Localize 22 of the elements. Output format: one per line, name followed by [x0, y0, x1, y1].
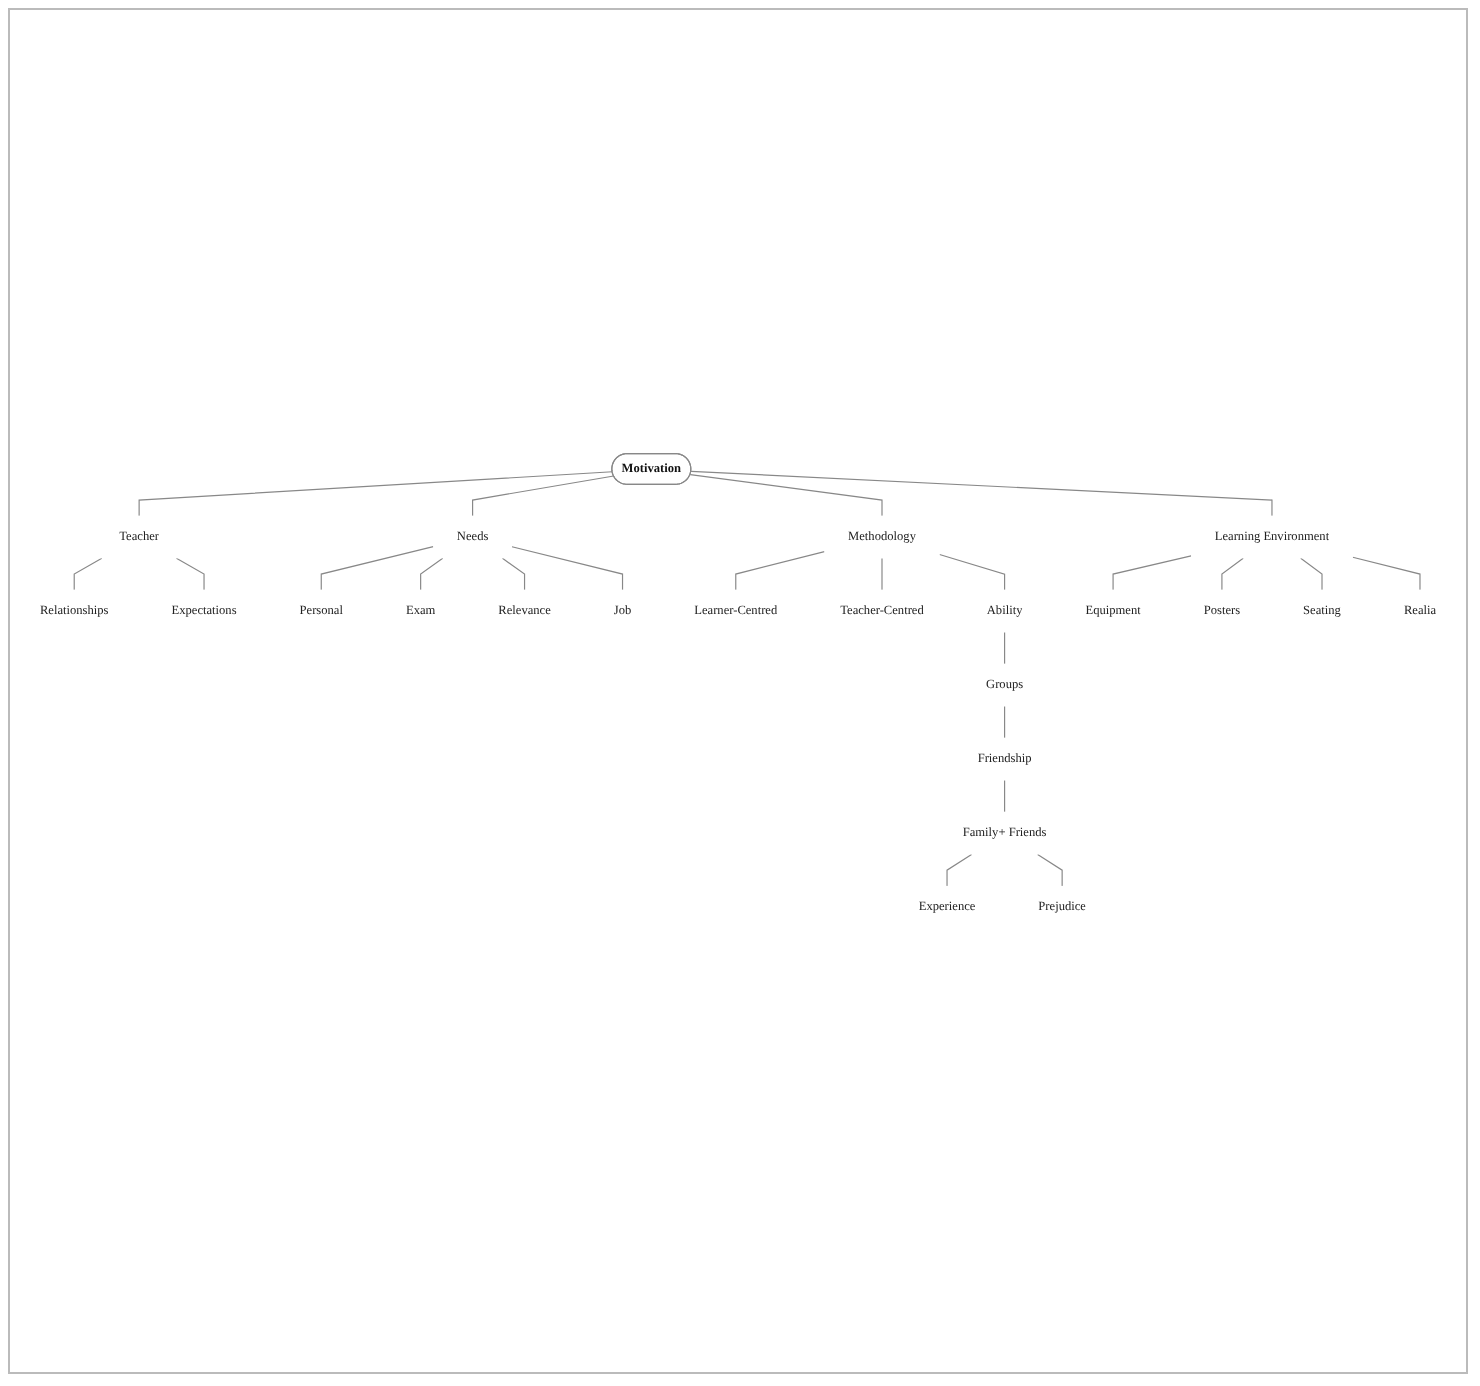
connector [73, 557, 103, 591]
connector [1037, 853, 1063, 887]
connector [420, 557, 444, 591]
connector [320, 546, 434, 591]
connector [1004, 631, 1006, 665]
connector [938, 553, 1006, 591]
connector [735, 551, 825, 591]
connector [1221, 557, 1244, 591]
connector [946, 853, 973, 887]
connector [501, 557, 526, 591]
connector [1352, 556, 1421, 591]
connector [689, 473, 883, 517]
connector [175, 557, 205, 591]
connector [472, 475, 615, 517]
connector [881, 557, 883, 591]
connector [1004, 779, 1006, 813]
connector [138, 471, 613, 517]
connector [1004, 705, 1006, 739]
connector [1300, 557, 1323, 591]
connector [511, 546, 624, 591]
connector [1112, 555, 1192, 591]
connector [690, 470, 1273, 517]
